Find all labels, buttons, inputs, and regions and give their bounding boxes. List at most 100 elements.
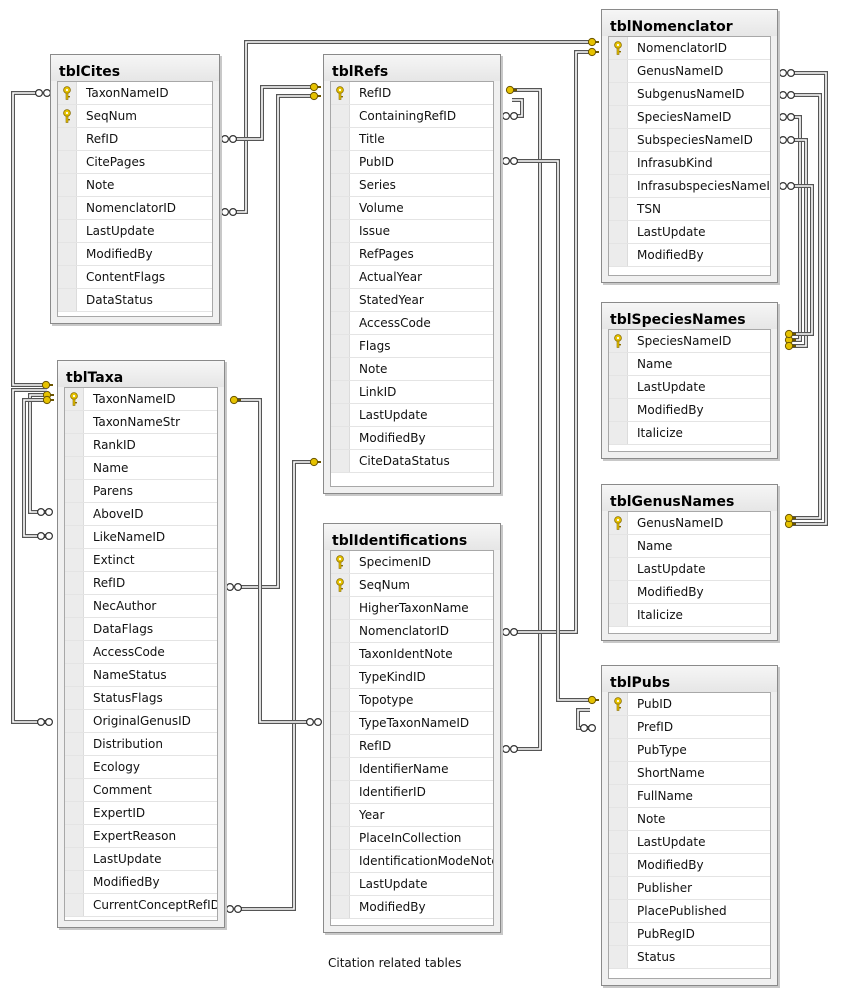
column-row[interactable]: LastUpdate (65, 848, 217, 871)
column-row[interactable]: Topotype (331, 689, 493, 712)
column-row[interactable]: LinkID (331, 381, 493, 404)
column-row[interactable]: TSN (609, 198, 770, 221)
column-row[interactable]: PubID (331, 151, 493, 174)
column-row[interactable]: SpeciesNameID (609, 330, 770, 353)
column-row[interactable]: FullName (609, 785, 770, 808)
column-row[interactable]: ModifiedBy (609, 244, 770, 267)
column-row[interactable]: IdentificationModeNote (331, 850, 493, 873)
column-row[interactable]: Comment (65, 779, 217, 802)
column-row[interactable]: RefID (65, 572, 217, 595)
column-row[interactable]: Flags (331, 335, 493, 358)
column-row[interactable]: IdentifierName (331, 758, 493, 781)
column-row[interactable]: LastUpdate (609, 376, 770, 399)
column-row[interactable]: ModifiedBy (65, 871, 217, 894)
column-row[interactable]: PlaceInCollection (331, 827, 493, 850)
column-row[interactable]: Name (609, 353, 770, 376)
column-row[interactable]: ActualYear (331, 266, 493, 289)
column-row[interactable]: NameStatus (65, 664, 217, 687)
column-row[interactable]: Extinct (65, 549, 217, 572)
column-row[interactable]: ModifiedBy (58, 243, 212, 266)
column-row[interactable]: SeqNum (331, 574, 493, 597)
column-row[interactable]: NomenclatorID (58, 197, 212, 220)
column-row[interactable]: RefID (331, 82, 493, 105)
column-row[interactable]: InfrasubKind (609, 152, 770, 175)
column-row[interactable]: LikeNameID (65, 526, 217, 549)
column-row[interactable]: SpecimenID (331, 551, 493, 574)
column-row[interactable]: LastUpdate (609, 831, 770, 854)
column-row[interactable]: Note (609, 808, 770, 831)
column-row[interactable]: Year (331, 804, 493, 827)
column-row[interactable]: CurrentConceptRefID (65, 894, 217, 917)
column-row[interactable]: SubspeciesNameID (609, 129, 770, 152)
column-row[interactable]: PlacePublished (609, 900, 770, 923)
column-row[interactable]: Title (331, 128, 493, 151)
column-row[interactable]: Publisher (609, 877, 770, 900)
column-row[interactable]: Name (609, 535, 770, 558)
column-row[interactable]: Ecology (65, 756, 217, 779)
column-row[interactable]: SubgenusNameID (609, 83, 770, 106)
column-row[interactable]: Distribution (65, 733, 217, 756)
column-row[interactable]: StatedYear (331, 289, 493, 312)
column-row[interactable]: Volume (331, 197, 493, 220)
column-row[interactable]: ContainingRefID (331, 105, 493, 128)
column-row[interactable]: TaxonNameStr (65, 411, 217, 434)
column-row[interactable]: ExpertReason (65, 825, 217, 848)
column-row[interactable]: Italicize (609, 604, 770, 627)
column-row[interactable]: LastUpdate (609, 558, 770, 581)
column-row[interactable]: ExpertID (65, 802, 217, 825)
column-row[interactable]: ModifiedBy (609, 581, 770, 604)
column-row[interactable]: TaxonNameID (65, 388, 217, 411)
column-row[interactable]: AccessCode (331, 312, 493, 335)
column-row[interactable]: ContentFlags (58, 266, 212, 289)
column-row[interactable]: PrefID (609, 716, 770, 739)
column-row[interactable]: DataStatus (58, 289, 212, 312)
column-row[interactable]: StatusFlags (65, 687, 217, 710)
column-row[interactable]: SpeciesNameID (609, 106, 770, 129)
column-row[interactable]: NomenclatorID (331, 620, 493, 643)
column-row[interactable]: RefPages (331, 243, 493, 266)
column-row[interactable]: TaxonNameID (58, 82, 212, 105)
column-row[interactable]: Series (331, 174, 493, 197)
column-row[interactable]: LastUpdate (331, 404, 493, 427)
column-row[interactable]: GenusNameID (609, 512, 770, 535)
column-row[interactable]: OriginalGenusID (65, 710, 217, 733)
column-row[interactable]: ModifiedBy (331, 896, 493, 919)
column-row[interactable]: RefID (58, 128, 212, 151)
column-row[interactable]: Issue (331, 220, 493, 243)
column-row[interactable]: ModifiedBy (331, 427, 493, 450)
column-row[interactable]: TypeTaxonNameID (331, 712, 493, 735)
column-row[interactable]: LastUpdate (331, 873, 493, 896)
column-row[interactable]: AboveID (65, 503, 217, 526)
column-row[interactable]: SeqNum (58, 105, 212, 128)
column-row[interactable]: PubRegID (609, 923, 770, 946)
column-row[interactable]: NomenclatorID (609, 37, 770, 60)
column-row[interactable]: Note (58, 174, 212, 197)
column-row[interactable]: TaxonIdentNote (331, 643, 493, 666)
column-row[interactable]: LastUpdate (609, 221, 770, 244)
column-row[interactable]: ModifiedBy (609, 399, 770, 422)
column-row[interactable]: Name (65, 457, 217, 480)
column-row[interactable]: PubType (609, 739, 770, 762)
column-row[interactable]: Status (609, 946, 770, 969)
column-row[interactable]: DataFlags (65, 618, 217, 641)
column-row[interactable]: LastUpdate (58, 220, 212, 243)
column-row[interactable]: Parens (65, 480, 217, 503)
column-row[interactable]: NecAuthor (65, 595, 217, 618)
column-row[interactable]: ShortName (609, 762, 770, 785)
column-row[interactable]: HigherTaxonName (331, 597, 493, 620)
column-row[interactable]: PubID (609, 693, 770, 716)
column-row[interactable]: Note (331, 358, 493, 381)
column-row[interactable]: ModifiedBy (609, 854, 770, 877)
column-row[interactable]: CiteDataStatus (331, 450, 493, 473)
column-row[interactable]: AccessCode (65, 641, 217, 664)
column-row[interactable]: InfrasubspeciesNameID (609, 175, 770, 198)
column-row[interactable]: GenusNameID (609, 60, 770, 83)
